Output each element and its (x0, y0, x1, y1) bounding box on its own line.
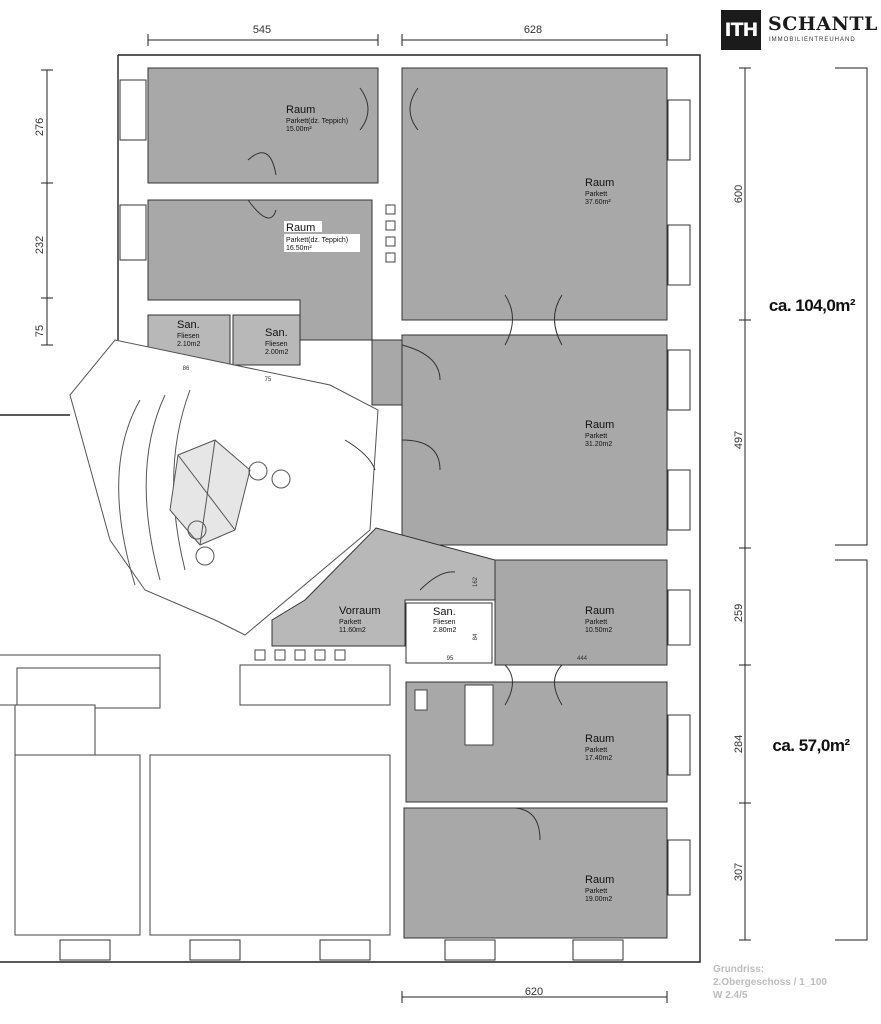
svg-text:Raum: Raum (585, 419, 614, 431)
room-label-7: Raum Parkett 10.50m2 (585, 605, 614, 634)
room-8-fill (271, 527, 496, 647)
dim-bottom: 620 (525, 986, 543, 998)
svg-text:Vorraum: Vorraum (339, 605, 381, 617)
room-label-4: San. Fliesen 2.00m2 (265, 327, 288, 356)
svg-text:Parkett: Parkett (585, 747, 607, 754)
room-label-9: San. Fliesen 2.80m2 (433, 606, 456, 634)
room-label-1: Raum Parkett(dz. Teppich) 15.00m² (286, 104, 348, 133)
svg-text:Parkett: Parkett (585, 191, 607, 198)
logo-name: SCHANTL (768, 13, 878, 35)
logo-mark: ITH (721, 10, 761, 50)
dimension-labels: 545 628 620 276 232 75 600 497 259 284 3… (34, 24, 856, 998)
caption-title: Grundriss: (713, 964, 765, 975)
dim-right-2: 497 (733, 431, 745, 449)
room-4-fill (232, 314, 301, 366)
svg-text:2.80m2: 2.80m2 (433, 627, 456, 634)
room-label-3: San. Fliesen 2.10m2 (177, 319, 200, 348)
svg-text:31.20m2: 31.20m2 (585, 441, 612, 448)
inner-dimensions: 86 75 162 95 84 444 (183, 366, 588, 662)
room-label-11: Raum Parkett 19.00m2 (585, 874, 614, 903)
svg-text:Fliesen: Fliesen (433, 619, 456, 626)
dim-left-2: 232 (34, 236, 46, 254)
svg-text:Parkett: Parkett (585, 888, 607, 895)
svg-text:Raum: Raum (286, 222, 315, 234)
room-5-fill (401, 67, 668, 321)
svg-text:San.: San. (433, 606, 456, 618)
area-lower: ca. 57,0m² (772, 736, 850, 755)
svg-text:Parkett(dz. Teppich): Parkett(dz. Teppich) (286, 237, 348, 244)
svg-text:2.10m2: 2.10m2 (177, 341, 200, 348)
dim-inner-5: 84 (473, 633, 479, 640)
room-1-fill (147, 67, 379, 184)
room-label-8: Vorraum Parkett 11.60m2 (339, 605, 381, 634)
logo-tagline: IMMOBILIENTREUHAND (769, 37, 856, 43)
caption-floor: 2.Obergeschoss / 1_100 (713, 977, 827, 988)
dim-inner-1: 86 (183, 366, 190, 372)
svg-text:Raum: Raum (585, 605, 614, 617)
dimension-lines (41, 34, 868, 1003)
svg-text:10.50m2: 10.50m2 (585, 627, 612, 634)
room-label-10: Raum Parkett 17.40m2 (585, 733, 614, 762)
room-6-fill (401, 334, 668, 546)
wet-room-fills (147, 314, 496, 664)
lower-left-plan (0, 204, 494, 936)
company-logo: ITH SCHANTL IMMOBILIENTREUHAND (721, 10, 877, 52)
room-label-6: Raum Parkett 31.20m2 (585, 419, 614, 448)
room-11-fill (403, 807, 668, 939)
hall-fill (371, 339, 403, 406)
svg-text:2.00m2: 2.00m2 (265, 349, 288, 356)
area-upper: ca. 104,0m² (769, 296, 856, 315)
svg-text:17.40m2: 17.40m2 (585, 755, 612, 762)
dim-left-3: 75 (34, 325, 46, 337)
dim-right-5: 307 (733, 863, 745, 881)
dim-right-1: 600 (733, 185, 745, 203)
svg-text:Parkett: Parkett (339, 619, 361, 626)
svg-text:Raum: Raum (585, 874, 614, 886)
room-7-fill (494, 559, 668, 666)
svg-text:Fliesen: Fliesen (177, 333, 200, 340)
svg-text:Parkett: Parkett (585, 433, 607, 440)
dim-top-left: 545 (253, 24, 271, 36)
doors (247, 87, 563, 841)
plan-caption: Grundriss: 2.Obergeschoss / 1_100 W 2.4/… (713, 963, 827, 1002)
room-labels: Raum Parkett(dz. Teppich) 15.00m² Raum P… (177, 104, 614, 903)
room-label-2: Raum Parkett(dz. Teppich) 16.50m² (284, 221, 360, 252)
windows (59, 79, 691, 961)
dim-inner-3: 162 (473, 576, 479, 587)
svg-text:37.60m²: 37.60m² (585, 199, 611, 206)
dim-top-right: 628 (524, 24, 542, 36)
caption-unit: W 2.4/5 (713, 990, 748, 1001)
stairwell (69, 339, 379, 636)
building-outline (0, 54, 701, 963)
room-label-5: Raum Parkett 37.60m² (585, 177, 614, 206)
svg-text:Parkett(dz. Teppich): Parkett(dz. Teppich) (286, 118, 348, 125)
svg-text:Parkett: Parkett (585, 619, 607, 626)
svg-text:15.00m²: 15.00m² (286, 126, 312, 133)
svg-text:16.50m²: 16.50m² (286, 245, 312, 252)
svg-text:Fliesen: Fliesen (265, 341, 288, 348)
dim-right-4: 284 (733, 735, 745, 753)
svg-text:Raum: Raum (585, 177, 614, 189)
svg-text:San.: San. (177, 319, 200, 331)
dim-inner-2: 75 (265, 377, 272, 383)
svg-text:Raum: Raum (585, 733, 614, 745)
svg-text:11.60m2: 11.60m2 (339, 627, 366, 634)
svg-text:19.00m2: 19.00m2 (585, 896, 612, 903)
svg-text:San.: San. (265, 327, 288, 339)
room-10-fill (405, 681, 668, 803)
svg-text:Raum: Raum (286, 104, 315, 116)
dim-left-1: 276 (34, 118, 46, 136)
dim-inner-4: 95 (447, 656, 454, 662)
dim-right-3: 259 (733, 604, 745, 622)
dim-inner-6: 444 (577, 656, 588, 662)
room-9-fill (405, 602, 493, 664)
